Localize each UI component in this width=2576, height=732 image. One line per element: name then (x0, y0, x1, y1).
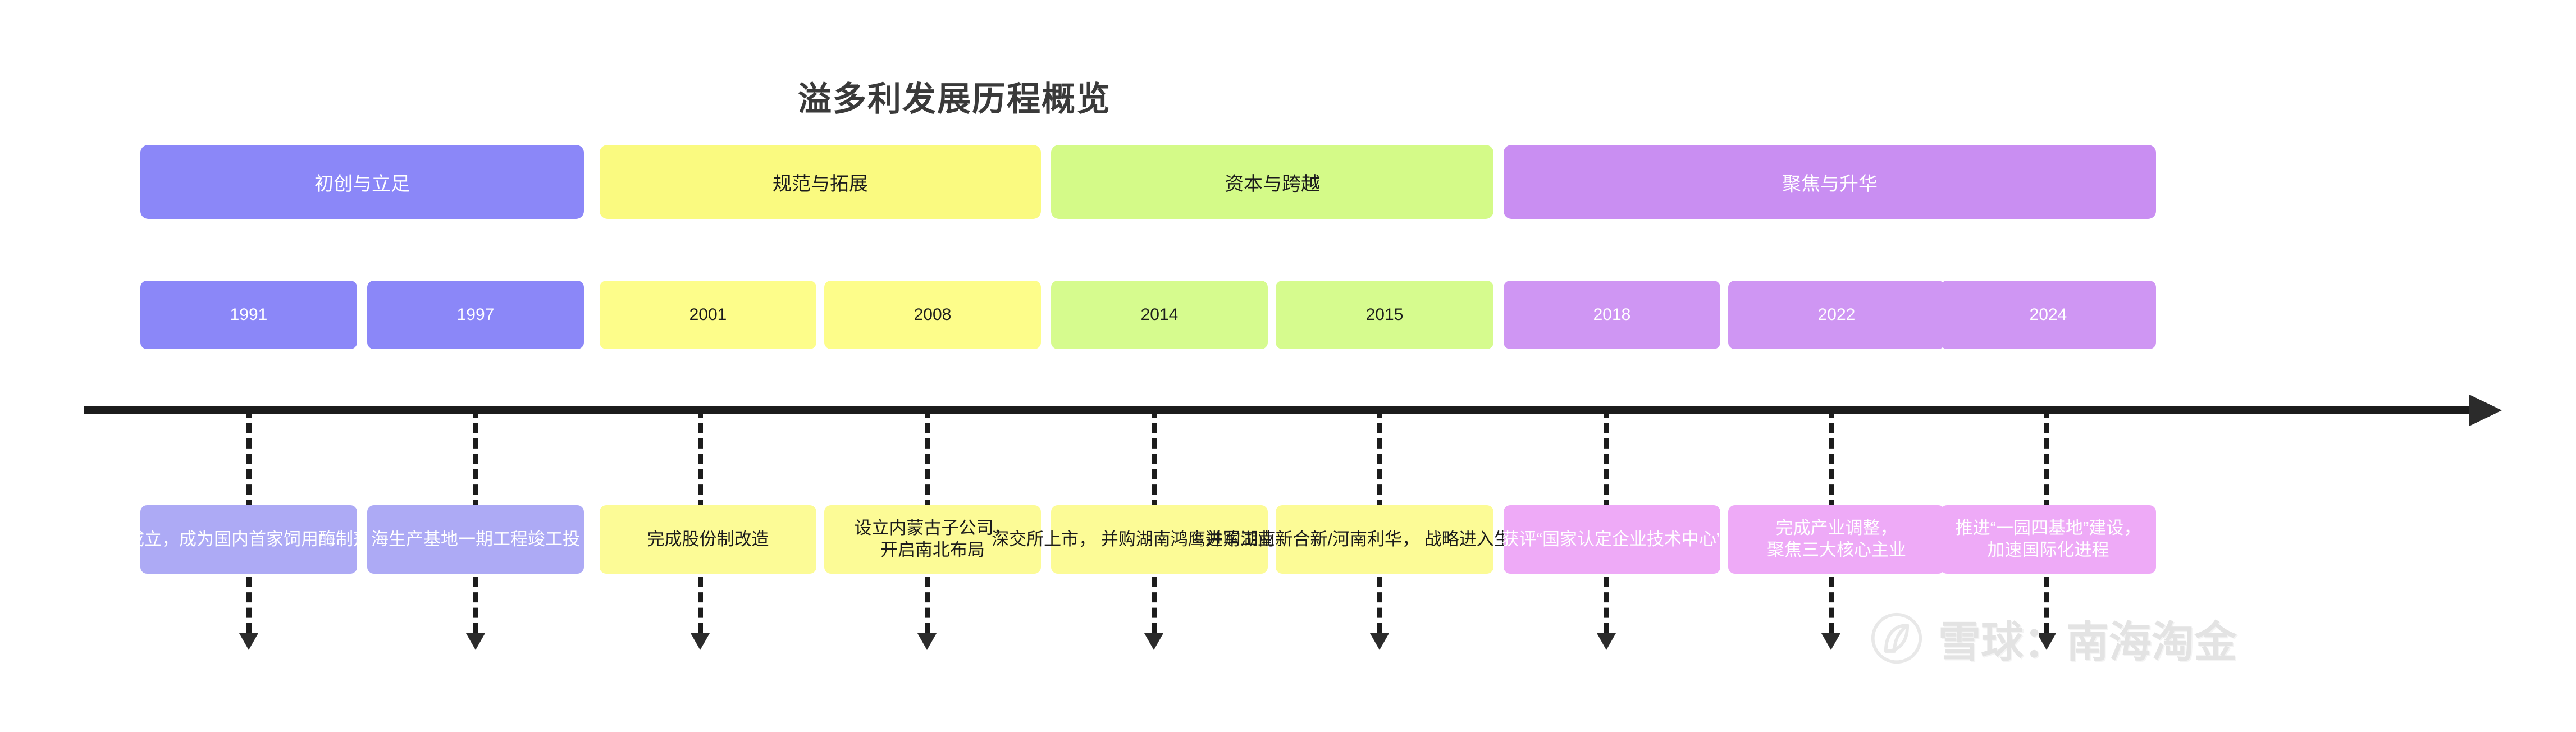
timeline-axis (84, 406, 2477, 414)
year-box: 1991 (140, 281, 357, 349)
year-box: 2018 (1504, 281, 1720, 349)
event-box: 获评“国家认定企业技术中心” (1501, 505, 1723, 574)
year-box: 2015 (1276, 281, 1493, 349)
event-label: 深交所上市， 并购湖南鸿鹰进军工业酶领域 (992, 529, 1327, 549)
event-box: 并购湖南新合新/河南利华， 战略进入生物医药 (1205, 505, 1564, 574)
event-label: 完成股份制改造 (647, 529, 769, 549)
watermark-text: 雪球：南海淘金 (1938, 619, 2237, 666)
year-label: 2014 (1140, 305, 1179, 324)
event-label: 设立内蒙古子公司， 开启南北布局 (854, 518, 1011, 560)
event-box: 完成股份制改造 (600, 505, 816, 574)
phase-band: 规范与拓展 (600, 145, 1041, 219)
phase-band: 资本与跨越 (1051, 145, 1493, 219)
year-box: 2024 (1940, 281, 2156, 349)
phase-band: 聚焦与升华 (1504, 145, 2156, 219)
event-box: 深交所上市， 并购湖南鸿鹰进军工业酶领域 (992, 505, 1327, 574)
event-box: 海生产基地一期工程竣工投 (367, 505, 584, 574)
year-box: 1997 (367, 281, 584, 349)
watermark: 雪球：南海淘金 (1870, 607, 2237, 669)
phase-label: 资本与跨越 (1225, 173, 1320, 195)
year-label: 1997 (456, 305, 495, 324)
year-box: 2008 (824, 281, 1041, 349)
connector-arrow-icon (466, 633, 485, 650)
year-label: 2008 (914, 305, 952, 324)
connector-arrow-icon (917, 633, 937, 650)
event-box: 完成产业调整， 聚焦三大核心主业 (1728, 505, 1945, 574)
year-label: 2022 (1817, 305, 1856, 324)
event-label: 海生产基地一期工程竣工投 (371, 529, 580, 549)
year-box: 2001 (600, 281, 816, 349)
connector-arrow-icon (1370, 633, 1389, 650)
event-label: 成立，成为国内首家饲用酶制剂 (127, 529, 371, 549)
timeline-arrow-icon (2469, 395, 2502, 426)
event-label: 推进“一园四基地”建设， 加速国际化进程 (1955, 518, 2141, 560)
year-label: 2018 (1593, 305, 1631, 324)
year-box: 2022 (1728, 281, 1945, 349)
event-box: 成立，成为国内首家饲用酶制剂 (127, 505, 371, 574)
year-label: 2024 (2029, 305, 2067, 324)
event-label: 获评“国家认定企业技术中心” (1501, 529, 1723, 549)
year-label: 1991 (230, 305, 268, 324)
event-box: 设立内蒙古子公司， 开启南北布局 (824, 505, 1041, 574)
snowball-logo-icon (1871, 612, 1922, 664)
page-title: 溢多利发展历程概览 (798, 80, 1111, 118)
connector-arrow-icon (1821, 633, 1840, 650)
year-label: 2001 (689, 305, 727, 324)
phase-band: 初创与立足 (140, 145, 584, 219)
phase-label: 聚焦与升华 (1782, 173, 1878, 195)
connector-arrow-icon (691, 633, 710, 650)
connector-arrow-icon (1597, 633, 1616, 650)
event-box: 推进“一园四基地”建设， 加速国际化进程 (1940, 505, 2156, 574)
year-box: 2014 (1051, 281, 1268, 349)
event-label: 完成产业调整， 聚焦三大核心主业 (1767, 518, 1906, 560)
phase-label: 规范与拓展 (773, 173, 868, 195)
phase-label: 初创与立足 (314, 173, 410, 195)
connector-arrow-icon (239, 633, 258, 650)
connector-arrow-icon (2037, 633, 2056, 650)
connector-arrow-icon (1144, 633, 1163, 650)
year-label: 2015 (1365, 305, 1404, 324)
